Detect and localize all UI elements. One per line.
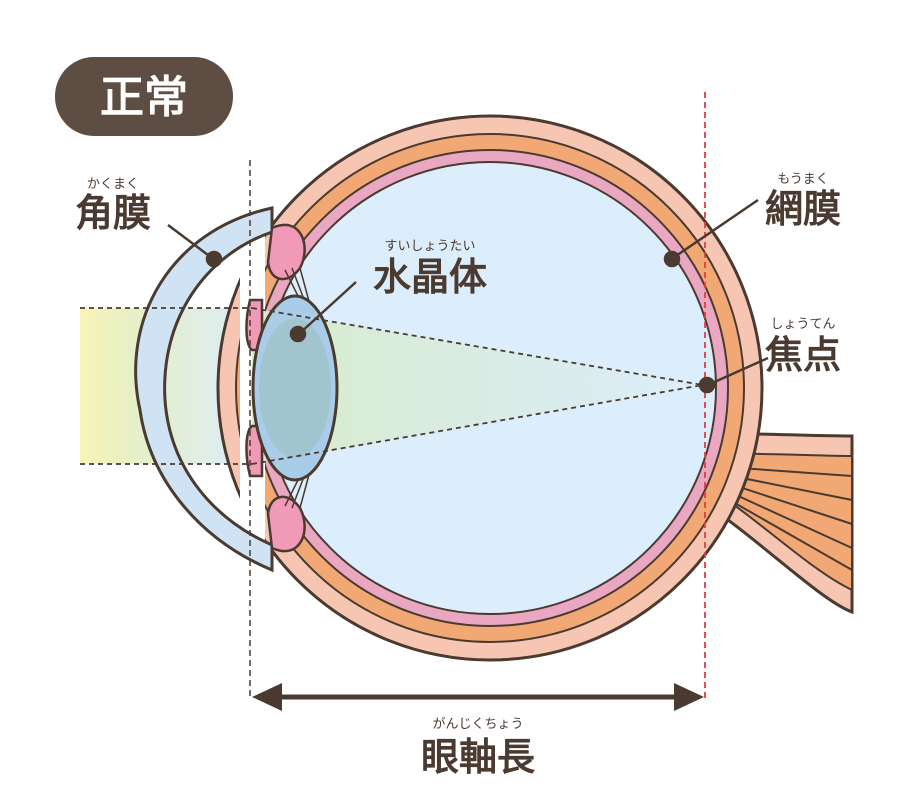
focus-label: 焦点 bbox=[765, 333, 841, 377]
focus-dot bbox=[698, 376, 716, 394]
focus-leader bbox=[709, 356, 769, 386]
cornea bbox=[134, 206, 274, 573]
retina-dot bbox=[663, 250, 681, 268]
focus-ruby: しょうてん bbox=[770, 317, 835, 332]
lens-ruby: すいしょうたい bbox=[384, 239, 475, 254]
cornea-leader bbox=[167, 224, 213, 259]
ciliary-body bbox=[245, 223, 311, 553]
retina-ruby: もうまく bbox=[777, 172, 829, 187]
cornea-label: 角膜 bbox=[75, 191, 151, 235]
lens-dot bbox=[289, 325, 307, 343]
cornea-ruby: かくまく bbox=[87, 177, 139, 192]
retina-leader bbox=[672, 198, 759, 260]
axial-label: 眼軸長 bbox=[421, 735, 536, 779]
normal-badge: 正常 bbox=[55, 57, 233, 136]
cornea-dot bbox=[205, 250, 223, 268]
light-cone bbox=[252, 308, 703, 464]
badge-label: 正常 bbox=[100, 72, 188, 123]
axial-length-arrow bbox=[252, 683, 704, 711]
axial-ruby: がんじくちょう bbox=[432, 717, 523, 732]
retina-label: 網膜 bbox=[765, 187, 841, 231]
lens-leader bbox=[299, 281, 357, 334]
lens-label: 水晶体 bbox=[373, 255, 487, 299]
light-rays bbox=[80, 307, 704, 465]
